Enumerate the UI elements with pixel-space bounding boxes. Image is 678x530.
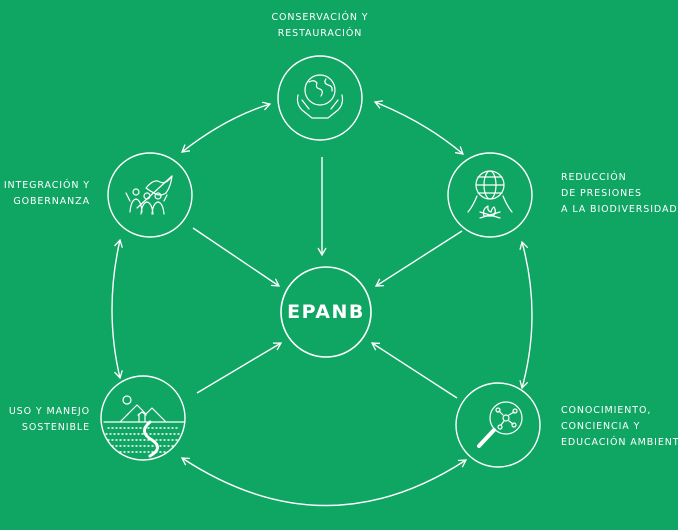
integracion-node-circle [107,152,193,238]
globe-in-hands-icon [296,74,344,119]
uso-label: USO Y MANEJO SOSTENIBLE [0,404,90,436]
arrow-reduccion-conocimiento [519,240,533,390]
uso-label-line: SOSTENIBLE [21,422,90,433]
conocimiento-node-circle [455,382,541,468]
center-label: EPANB [287,301,365,323]
center-circle [280,266,372,358]
reduccion-label-line: DE PRESIONES [561,188,642,199]
globe-over-fire-icon [467,170,513,219]
arrow-uso-to-center [196,342,283,394]
conservacion-label-line: RESTAURACIÓN [277,28,363,39]
arrow-integracion-to-center [192,227,281,287]
arrow-integracion-conservacion [180,101,272,153]
conservacion-label-line: CONSERVACIÓN Y [271,12,369,23]
conservacion-node-circle [277,55,363,141]
conocimiento-label-line: CONOCIMIENTO, [561,405,652,416]
reduccion-label-line: A LA BIODIVERSIDAD [561,204,678,215]
integracion-label: INTEGRACIÓN Y GOBERNANZA [0,178,90,210]
conocimiento-label-line: EDUCACIÓN AMBIENTAL [561,437,678,448]
arrow-conocimiento-to-center [370,342,458,399]
integracion-label-line: INTEGRACIÓN Y [3,180,90,191]
reduccion-label: REDUCCIÓN DE PRESIONES A LA BIODIVERSIDA… [561,170,678,218]
conservacion-label: CONSERVACIÓN Y RESTAURACIÓN [268,10,372,42]
arrow-uso-conocimiento [180,457,468,507]
landscape-river-icon [103,395,185,458]
magnifier-network-icon [477,401,523,448]
uso-node-circle [100,375,186,461]
reduccion-label-line: REDUCCIÓN [561,172,627,183]
people-with-flag-icon [125,175,173,215]
arrow-integracion-uso [111,238,123,380]
conocimiento-label: CONOCIMIENTO, CONCIENCIA Y EDUCACIÓN AMB… [561,403,678,451]
uso-label-line: USO Y MANEJO [8,406,90,417]
reduccion-node-circle [447,152,533,238]
integracion-label-line: GOBERNANZA [13,196,90,207]
arrow-reduccion-to-center [374,230,463,287]
arrow-conservacion-reduccion [373,100,465,155]
conocimiento-label-line: CONCIENCIA Y [561,421,641,432]
